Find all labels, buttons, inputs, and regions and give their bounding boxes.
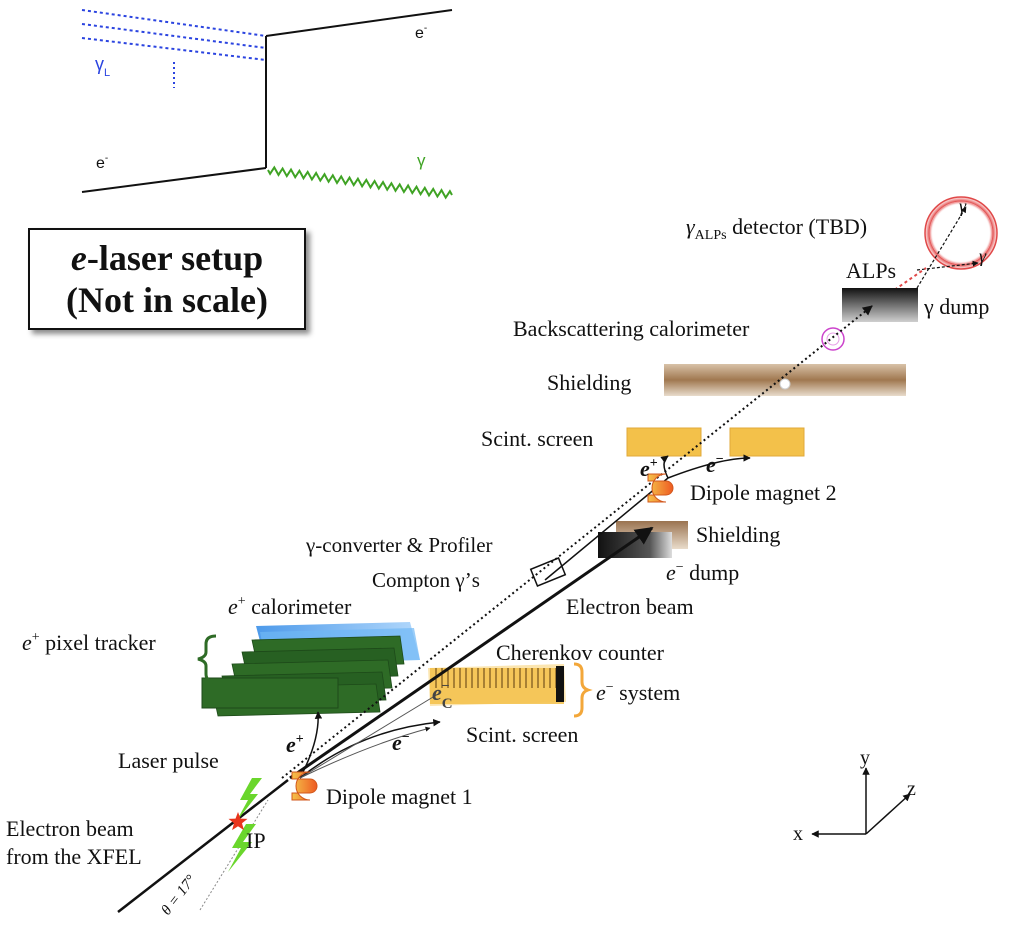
shielding-aperture <box>779 378 791 390</box>
positron-calorimeter-label: e+ calorimeter <box>228 594 352 619</box>
electron-system-label: e− system <box>596 680 680 705</box>
incoming-electron-beam <box>117 779 289 913</box>
electron-system-brace <box>573 662 593 718</box>
electron-beam-arrow <box>289 526 654 780</box>
electron-top-track <box>667 454 751 479</box>
shielding-mid-label: Shielding <box>696 522 780 547</box>
decay-gamma-label-1: γ <box>959 196 967 216</box>
positron-top-track <box>660 455 669 479</box>
decay-gamma-arrow-1 <box>916 206 967 289</box>
alps-detector-inner-ring <box>929 201 993 265</box>
electron-beam-label: Electron beam <box>566 594 694 619</box>
electron-top-label: e− <box>706 452 724 477</box>
z-axis-arrow <box>865 793 911 835</box>
scint-screen-top-right <box>729 427 805 457</box>
laser-bolt-top <box>236 778 262 822</box>
dipole-magnet-1 <box>291 771 318 801</box>
alps-detector-ring <box>924 196 998 270</box>
tracker-plate <box>201 677 339 709</box>
laser-photon-label: γL <box>95 54 110 79</box>
shielding-top-label: Shielding <box>547 370 631 395</box>
gamma-dump-label: γ dump <box>923 294 989 319</box>
ec-label: e−C <box>432 679 453 712</box>
cherenkov-counter <box>428 664 566 706</box>
setup-title-box: e-laser setup (Not in scale) <box>28 228 306 330</box>
gamma-converter-label: γ-converter & Profiler <box>305 533 493 557</box>
alps-label: ALPs <box>846 258 896 283</box>
electron-bottom-track-3 <box>299 693 439 779</box>
backscattering-calorimeter-inner <box>826 332 840 346</box>
setup-title-line-2: (Not in scale) <box>66 280 268 320</box>
backscattering-calorimeter-label: Backscattering calorimeter <box>513 316 750 341</box>
cherenkov-end-cap <box>556 666 564 702</box>
electron-bottom-label: e− <box>392 730 410 755</box>
dipole-magnet-2-label: Dipole magnet 2 <box>690 480 837 505</box>
photon-out-label: γ <box>417 151 426 170</box>
compton-gammas-label: Compton γ’s <box>372 568 480 592</box>
gamma-converter-box <box>529 557 567 587</box>
positron-tracker-label: e+ pixel tracker <box>22 630 156 655</box>
feynman-diagram: γL e- e- γ <box>81 9 453 200</box>
theta-guide-line <box>199 799 269 911</box>
laser-bolt-bottom <box>228 824 256 872</box>
scint-screen-bottom-block <box>430 668 564 704</box>
laser-photon-line-2 <box>81 23 267 49</box>
z-axis-label: z <box>907 778 916 800</box>
electron-in-line <box>81 167 267 193</box>
electron-dump-block <box>598 532 672 558</box>
cherenkov-counter-label: Cherenkov counter <box>496 640 665 665</box>
beamlines <box>117 305 873 913</box>
laser-pulse-label: Laser pulse <box>118 748 219 773</box>
backscattering-calorimeter-circle <box>821 327 845 351</box>
positron-bottom-label: e+ <box>286 732 304 757</box>
scint-screen-top-left <box>626 427 702 457</box>
electron-dump-label: e− dump <box>666 560 739 585</box>
y-axis-label: y <box>860 747 870 769</box>
compton-photon-wave <box>267 165 453 200</box>
laser-photon-line-1 <box>81 9 267 37</box>
decay-gamma-arrow-2 <box>916 260 979 271</box>
setup-title-line-1: e-laser setup <box>70 238 264 278</box>
positron-bottom-track <box>299 711 323 779</box>
dipole-magnet-1-label: Dipole magnet 1 <box>326 784 473 809</box>
electron-out-label: e- <box>415 23 427 42</box>
alps-detector <box>879 196 998 301</box>
positron-pixel-tracker <box>201 635 405 717</box>
dipole-magnet-2 <box>647 473 674 503</box>
coordinate-axes: y x z <box>793 747 916 845</box>
alps-detector-label: γALPs detector (TBD) <box>686 214 867 243</box>
scint-screen-top-label: Scint. screen <box>481 426 593 451</box>
ip-label: IP <box>246 828 266 853</box>
electron-beam-xfel-line-1: Electron beam <box>6 816 134 841</box>
electron-bottom-track-1 <box>299 718 441 779</box>
electron-out-line <box>265 9 453 37</box>
electron-beam-xfel-line-2: from the XFEL <box>6 844 142 869</box>
decay-gamma-label-2: γ <box>979 246 987 266</box>
ip-star <box>228 812 248 831</box>
tracker-brace <box>197 634 217 684</box>
laser-photon-line-3 <box>81 37 267 61</box>
positron-top-label: e+ <box>640 456 658 481</box>
theta-label: θ = 17° <box>159 872 200 918</box>
scint-screen-bottom-label: Scint. screen <box>466 722 578 747</box>
x-axis-label: x <box>793 823 803 845</box>
gamma-dump-block <box>842 288 918 322</box>
electron-bottom-track-2 <box>299 726 431 779</box>
electron-in-label: e- <box>96 153 108 172</box>
compton-photon-path <box>281 305 873 779</box>
